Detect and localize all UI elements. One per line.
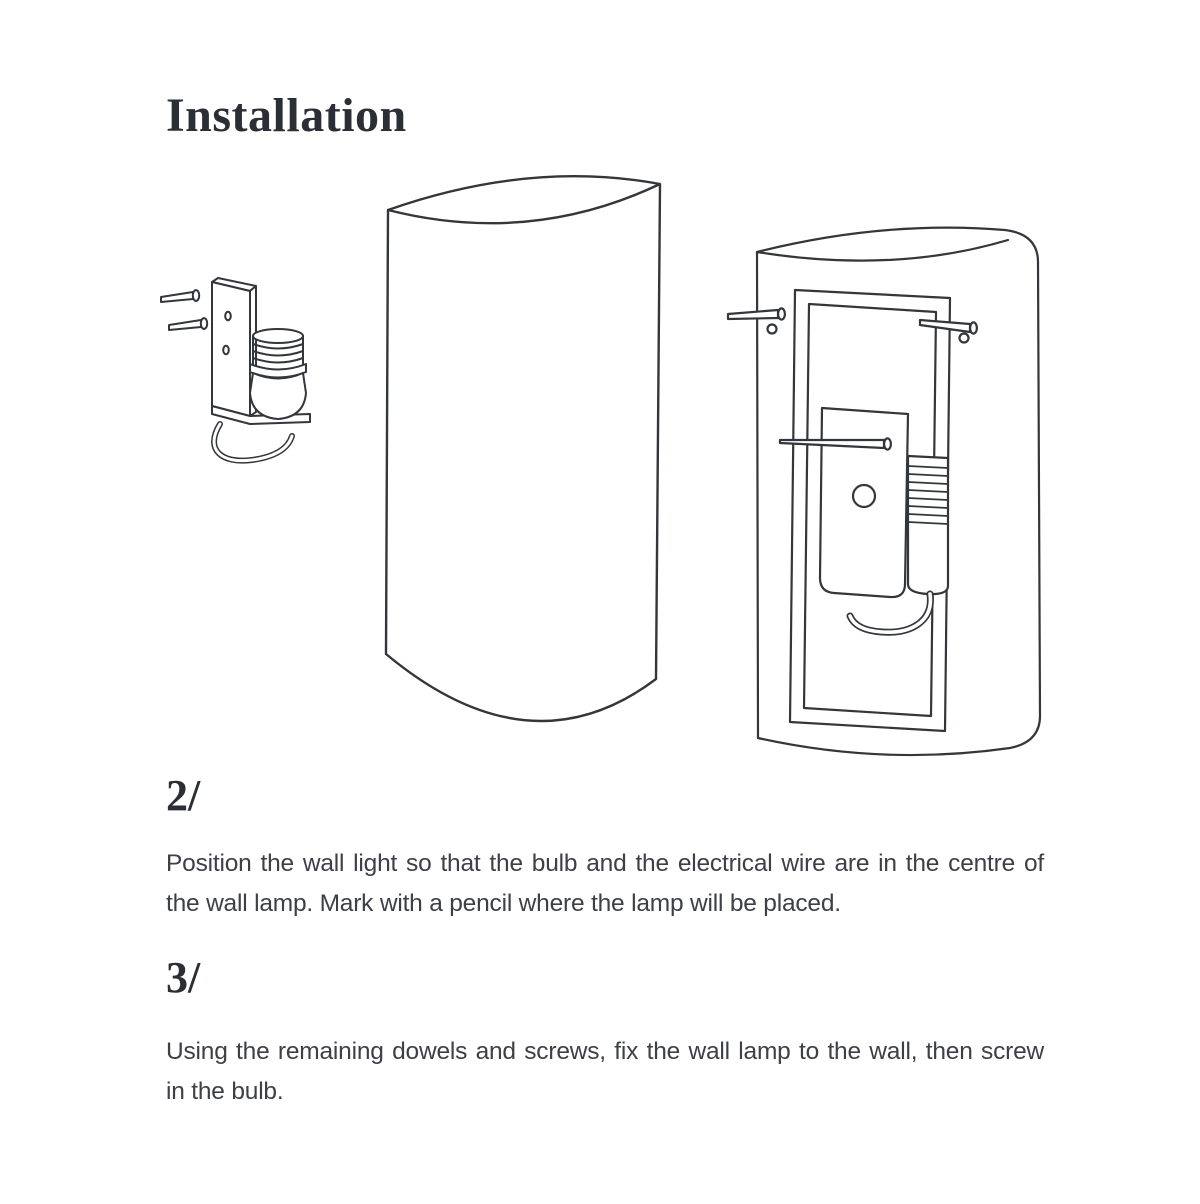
screw-icon <box>778 437 893 451</box>
mounting-plate <box>818 406 910 599</box>
electrical-wire <box>846 590 934 636</box>
step-2-number: 2/ <box>166 771 201 820</box>
step-3-text: Using the remaining dowels and screws, f… <box>166 1038 1044 1105</box>
screw-icon <box>726 307 786 335</box>
wall-bracket-with-socket-illustration <box>160 277 311 464</box>
shade-body <box>384 175 662 723</box>
page-title: Installation <box>166 89 407 142</box>
mounting-screw-icon <box>160 289 201 303</box>
lamp-back-with-screws-illustration <box>726 226 1042 757</box>
shade-front-rim <box>387 182 661 225</box>
mounting-screw-icon <box>168 317 209 331</box>
step-3-number: 3/ <box>166 953 201 1002</box>
screw-icon <box>918 318 979 344</box>
lamp-socket <box>906 454 950 596</box>
lamp-shade-illustration <box>384 175 662 723</box>
step-2-text: Position the wall light so that the bulb… <box>166 850 1044 917</box>
lamp-socket <box>249 328 307 420</box>
electrical-wire <box>211 421 295 464</box>
